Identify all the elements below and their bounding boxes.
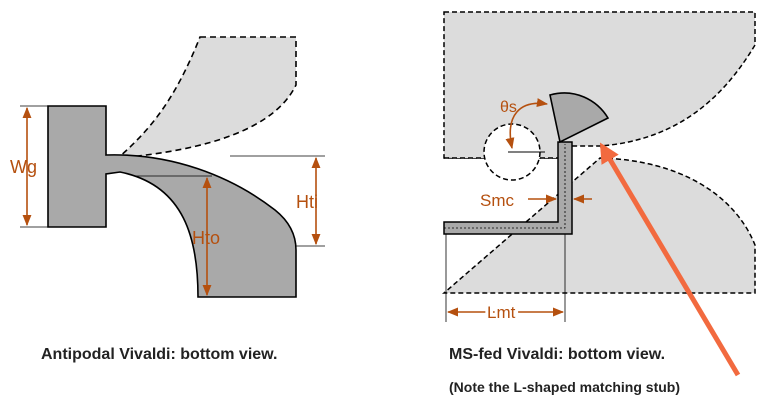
theta-s-arc	[505, 98, 549, 150]
theta-s-label: θs	[500, 99, 517, 116]
lmt-label: Lmt	[487, 303, 516, 322]
bottom-flare-solid	[47, 105, 297, 298]
radial-stub	[549, 92, 610, 144]
antipodal-vivaldi-diagram: Wg Hti Hto	[10, 36, 325, 298]
antipodal-caption: Antipodal Vivaldi: bottom view.	[41, 346, 278, 363]
ms-fed-vivaldi-diagram: θs Smc Lmt	[441, 11, 756, 377]
ms-fed-note-caption: (Note the L-shaped matching stub)	[449, 379, 680, 395]
smc-label: Smc	[480, 191, 515, 210]
hto-label: Hto	[192, 228, 220, 248]
note-pointer-arrow	[599, 142, 741, 377]
hti-label: Hti	[296, 192, 318, 212]
wg-label: Wg	[10, 157, 37, 177]
top-flare-dashed	[115, 36, 297, 160]
ms-fed-caption: MS-fed Vivaldi: bottom view.	[449, 346, 666, 363]
microstrip-feed	[443, 141, 573, 235]
